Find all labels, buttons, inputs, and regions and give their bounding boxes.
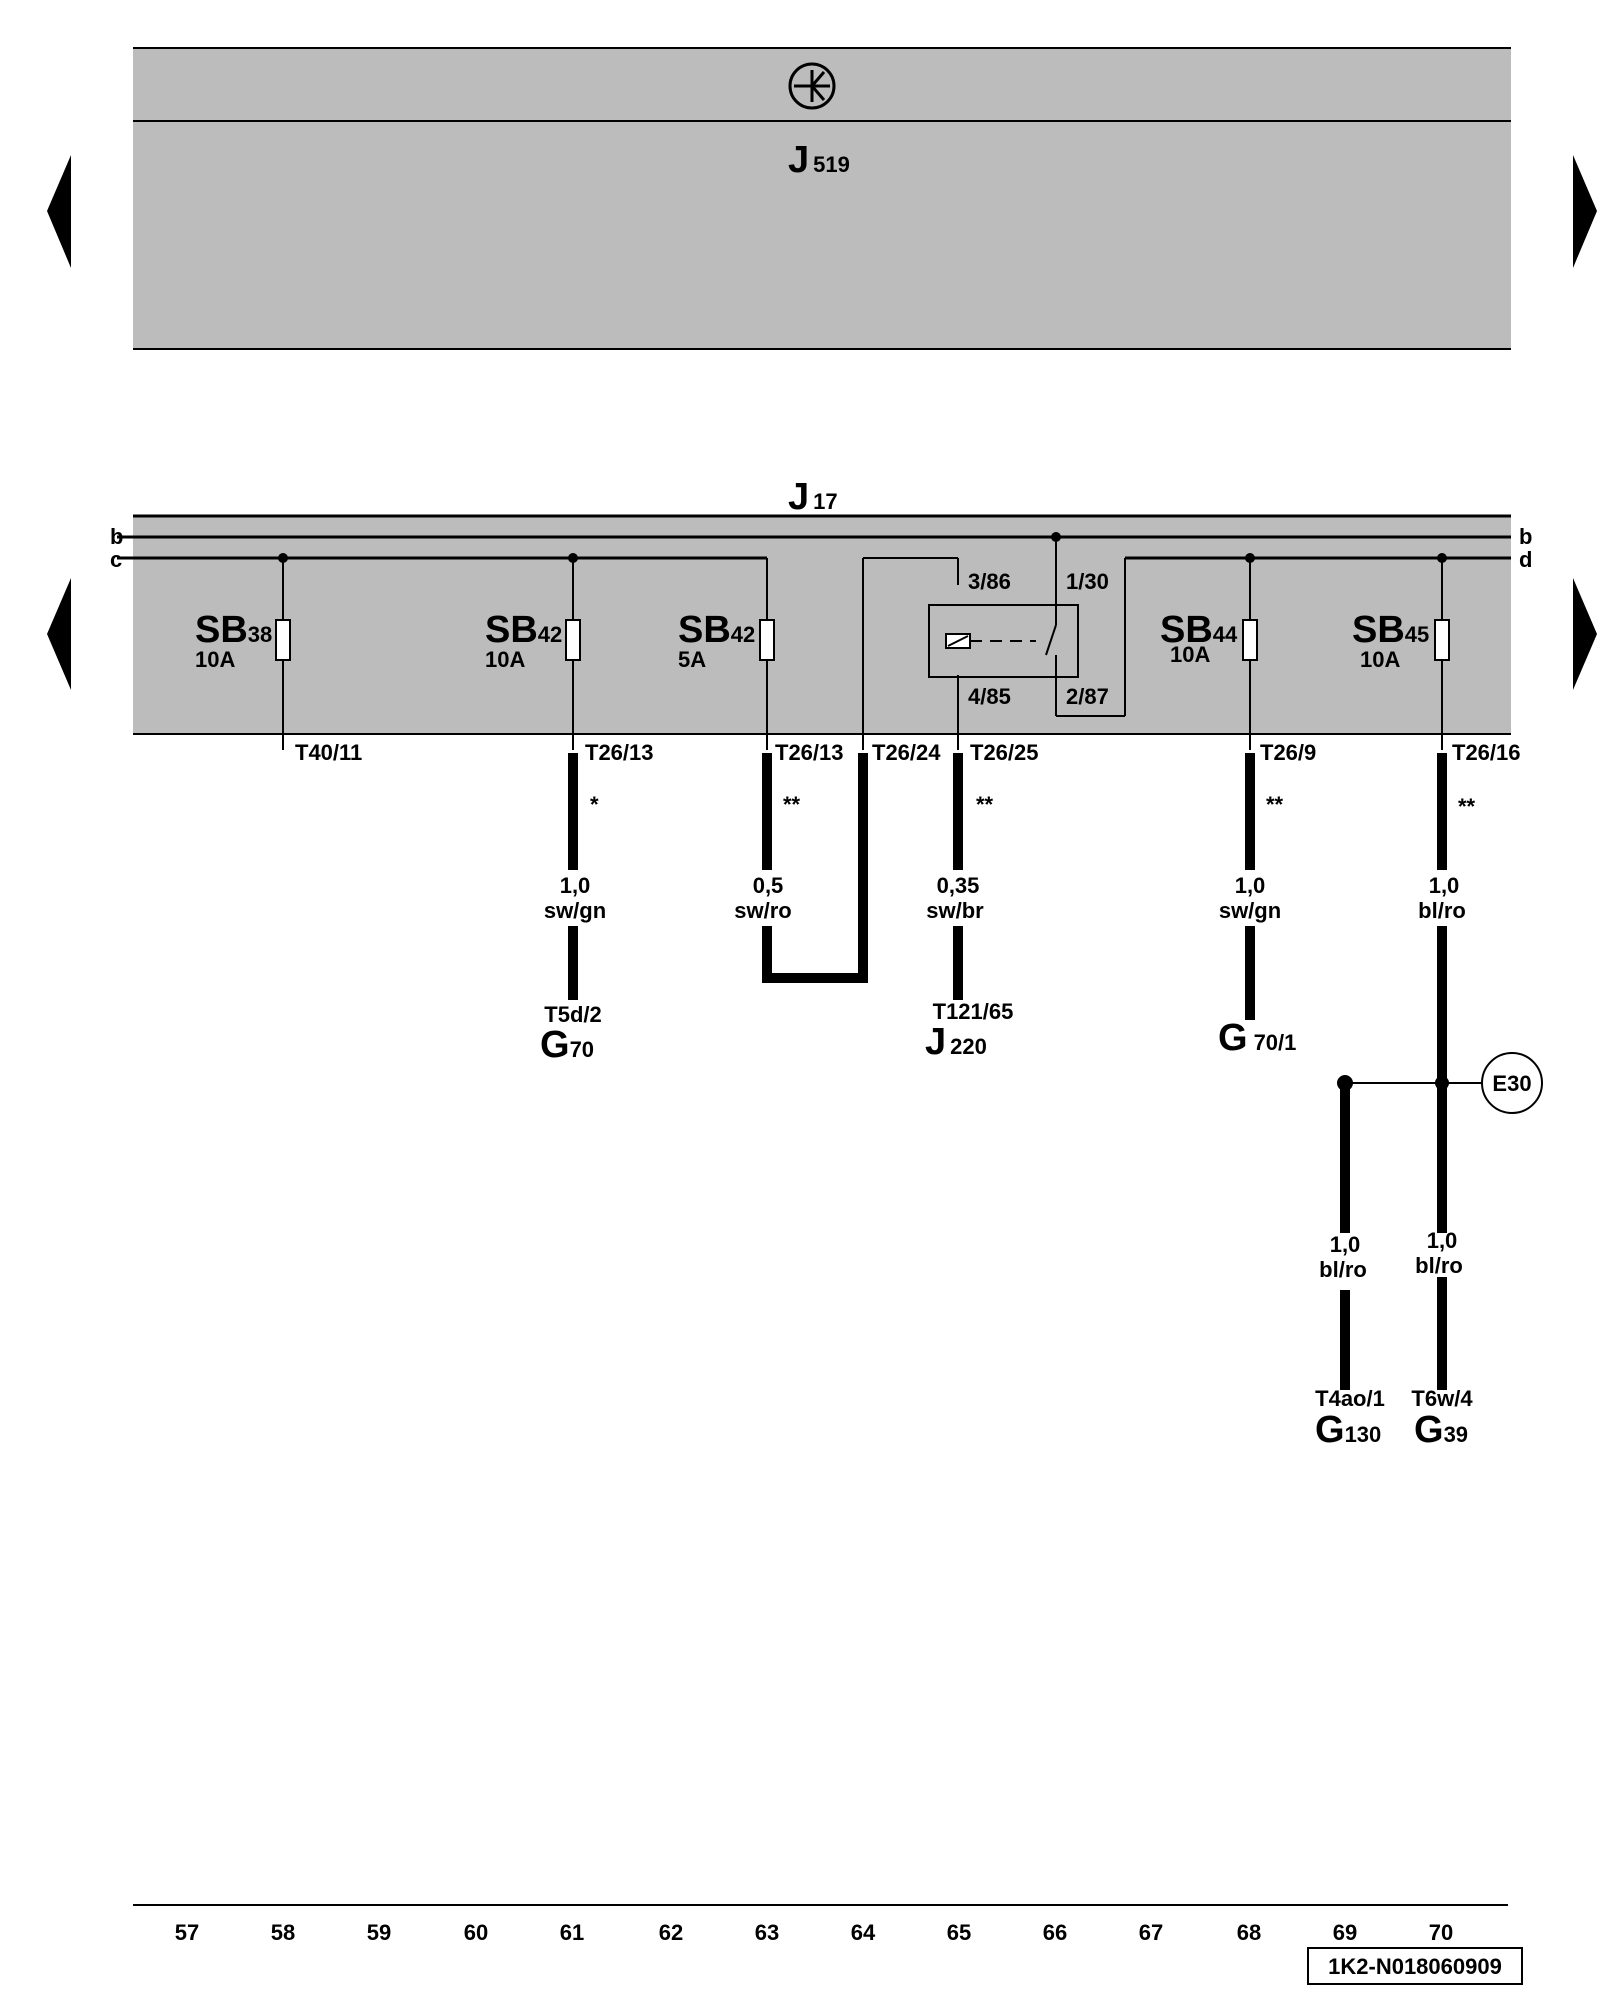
component-pin: T121/65 bbox=[933, 999, 1014, 1024]
column-number: 60 bbox=[464, 1920, 488, 1945]
fuse-sb42b-rating: 5A bbox=[678, 647, 706, 672]
component-pin: T5d/2 bbox=[544, 1002, 601, 1027]
connector-t26-24: T26/24 bbox=[872, 740, 941, 765]
wire-size: 1,0 bbox=[1429, 873, 1460, 898]
bus-junction-dots bbox=[278, 532, 1447, 563]
column-number: 67 bbox=[1139, 1920, 1163, 1945]
wire-color: sw/ro bbox=[734, 898, 791, 923]
relay-box-j17 bbox=[117, 514, 1511, 735]
bus-d-right: d bbox=[1519, 547, 1532, 572]
component-g70: G70 bbox=[540, 1024, 594, 1066]
column-number: 58 bbox=[271, 1920, 295, 1945]
next-page-arrow-bottom[interactable] bbox=[1573, 578, 1597, 690]
component-g39: G39 bbox=[1414, 1409, 1468, 1451]
column-number: 65 bbox=[947, 1920, 971, 1945]
column-number: 63 bbox=[755, 1920, 779, 1945]
wire-note-star: * bbox=[590, 792, 599, 817]
relay-pin-4-85: 4/85 bbox=[968, 684, 1011, 709]
wire-size: 1,0 bbox=[1235, 873, 1266, 898]
fuse-sb45-rating: 10A bbox=[1360, 647, 1400, 672]
wire-note-star: ** bbox=[976, 792, 994, 817]
fuse-sb38-rating: 10A bbox=[195, 647, 235, 672]
column-number: 61 bbox=[560, 1920, 584, 1945]
component-pin: T4ao/1 bbox=[1315, 1386, 1385, 1411]
connector-t40-11: T40/11 bbox=[295, 740, 362, 765]
column-number: 68 bbox=[1237, 1920, 1261, 1945]
ground-circle-icon bbox=[788, 62, 836, 110]
column-number: 59 bbox=[367, 1920, 391, 1945]
column-number: 57 bbox=[175, 1920, 199, 1945]
wire-note-star: ** bbox=[1266, 792, 1284, 817]
connector-t26-16: T26/16 bbox=[1452, 740, 1521, 765]
column-number: 66 bbox=[1043, 1920, 1067, 1945]
wire-size: 0,5 bbox=[753, 873, 784, 898]
fuse-sb38-label: SB38 bbox=[195, 609, 272, 651]
wire-size: 0,35 bbox=[937, 873, 980, 898]
connector-t26-25: T26/25 bbox=[970, 740, 1039, 765]
next-page-arrow-top[interactable] bbox=[1573, 155, 1597, 268]
bus-b-left: b bbox=[110, 524, 123, 549]
fuse-sb45-label: SB45 bbox=[1352, 609, 1429, 651]
relay-pin-1-30: 1/30 bbox=[1066, 569, 1109, 594]
column-number: 69 bbox=[1333, 1920, 1357, 1945]
connector-t26-13-b: T26/13 bbox=[775, 740, 844, 765]
column-number: 70 bbox=[1429, 1920, 1453, 1945]
fuse-sb42-rating: 10A bbox=[485, 647, 525, 672]
doc-id: 1K2-N018060909 bbox=[1328, 1954, 1502, 1979]
fuse-sb42-label: SB42 bbox=[485, 609, 562, 651]
thick-wires bbox=[568, 753, 1447, 1390]
wire-size: 1,0 bbox=[1330, 1232, 1361, 1257]
wire-size: 1,0 bbox=[560, 873, 591, 898]
prev-page-arrow-top[interactable] bbox=[47, 155, 71, 268]
wire-color: bl/ro bbox=[1319, 1257, 1367, 1282]
relay-pin-2-87: 2/87 bbox=[1066, 684, 1109, 709]
relay-symbol bbox=[928, 595, 1079, 678]
column-number: 62 bbox=[659, 1920, 683, 1945]
wire-color: bl/ro bbox=[1418, 898, 1466, 923]
column-numbers: 57 58 59 60 61 62 63 64 65 66 67 68 69 7… bbox=[175, 1920, 1453, 1945]
wire-note-star: ** bbox=[1458, 794, 1476, 819]
fuse-sb44-rating: 10A bbox=[1170, 642, 1210, 667]
wire-size: 1,0 bbox=[1427, 1228, 1458, 1253]
relay-pin-3-86: 3/86 bbox=[968, 569, 1011, 594]
bus-b-right: b bbox=[1519, 524, 1532, 549]
junction-e30-label: E30 bbox=[1492, 1071, 1531, 1096]
column-number: 64 bbox=[851, 1920, 876, 1945]
doc-id-box bbox=[1307, 1947, 1523, 1985]
bus-c-left: c bbox=[110, 547, 122, 572]
fuse-symbols bbox=[275, 619, 1450, 661]
wire-note-star: ** bbox=[783, 792, 801, 817]
fuse-sb42b-label: SB42 bbox=[678, 609, 755, 651]
fuse-sb44-label: SB44 bbox=[1160, 609, 1238, 651]
component-pin: T6w/4 bbox=[1411, 1386, 1473, 1411]
connector-t26-9: T26/9 bbox=[1260, 740, 1316, 765]
prev-page-arrow-bottom[interactable] bbox=[47, 578, 71, 690]
wire-color: sw/gn bbox=[544, 898, 606, 923]
wire-color: bl/ro bbox=[1415, 1253, 1463, 1278]
wire-color: sw/br bbox=[926, 898, 984, 923]
connector-t26-13-a: T26/13 bbox=[585, 740, 654, 765]
module-j519 bbox=[133, 47, 1511, 350]
wire-color: sw/gn bbox=[1219, 898, 1281, 923]
e30-junction bbox=[1337, 1052, 1543, 1114]
component-g130: G130 bbox=[1315, 1409, 1381, 1451]
